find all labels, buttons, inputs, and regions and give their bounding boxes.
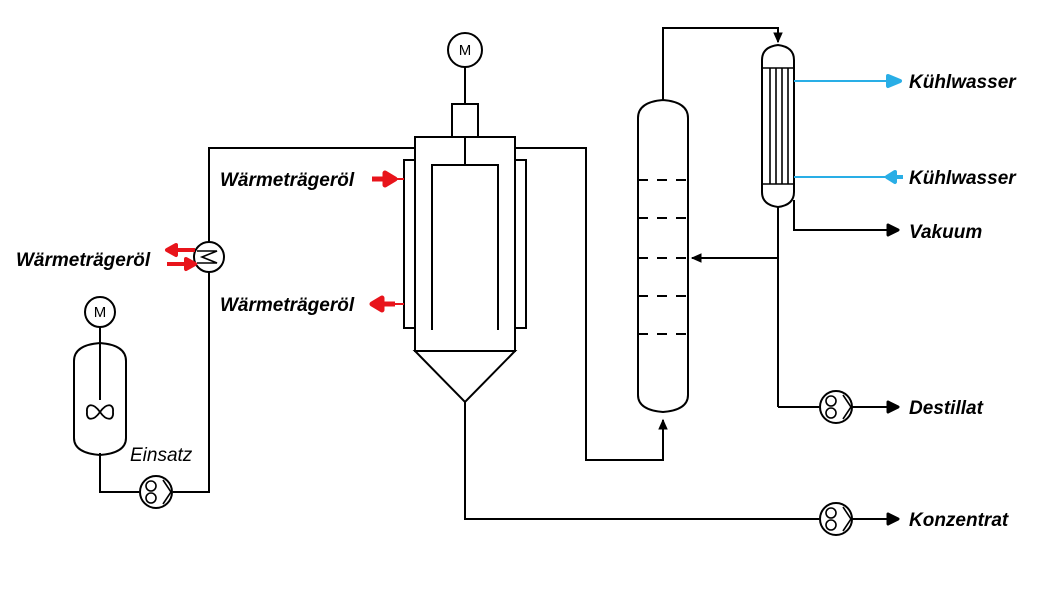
cooling-water-in-arrow-icon (885, 170, 903, 184)
heat-oil-arrow-left-in (167, 257, 197, 271)
distillate-label: Destillat (909, 398, 984, 419)
concentrate-arrow-icon (886, 512, 900, 526)
vacuum-label: Vakuum (909, 222, 982, 243)
heat-oil-label-left: Wärmeträgeröl (16, 250, 151, 271)
evaporator-motor-label: M (459, 42, 472, 59)
vapour-line (515, 147, 668, 461)
pump-icon (139, 475, 173, 509)
concentrate-line (464, 402, 819, 520)
heat-oil-arrow-top-in (372, 170, 404, 188)
cooling-water-out-label: Kühlwasser (909, 72, 1017, 93)
evaporator: M (403, 32, 527, 404)
vacuum-line (793, 200, 890, 231)
distillate-arrow-icon (886, 400, 900, 414)
heat-oil-arrow-bottom-out (369, 295, 404, 313)
distillation-column (637, 98, 689, 414)
heat-oil-arrow-left-out (165, 243, 195, 257)
heat-exchanger-icon (193, 241, 225, 273)
concentrate-label: Konzentrat (909, 510, 1009, 531)
feed-tank (73, 327, 127, 457)
motor-icon: M (84, 296, 116, 328)
motor-icon: M (447, 32, 483, 68)
vacuum-arrow-icon (886, 223, 900, 237)
condenser (761, 43, 795, 209)
pump-icon (819, 502, 853, 536)
cooling-water-out-arrow-icon (886, 74, 902, 88)
heat-oil-label-top: Wärmeträgeröl (220, 170, 355, 191)
feed-line (99, 453, 139, 493)
feed-tank-motor-label: M (94, 304, 107, 321)
agitator-icon (86, 404, 114, 420)
heat-oil-label-bottom: Wärmeträgeröl (220, 295, 355, 316)
pump-icon (819, 390, 853, 424)
cooling-water-in-label: Kühlwasser (909, 168, 1017, 189)
feed-label: Einsatz (130, 445, 193, 466)
overhead-vapour-line (662, 27, 783, 100)
